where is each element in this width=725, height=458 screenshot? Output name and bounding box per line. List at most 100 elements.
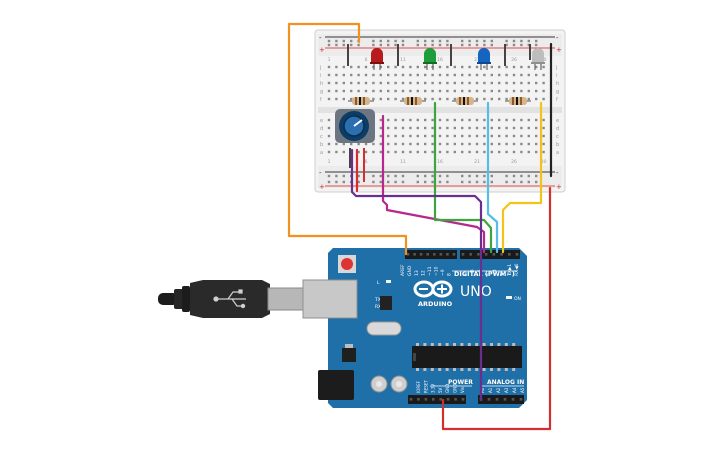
rail-hole <box>431 43 434 47</box>
usb-cable <box>158 280 305 318</box>
resistors <box>348 97 531 105</box>
wire-yellow[interactable] <box>501 101 543 254</box>
chip-pin <box>438 368 442 371</box>
rail-hole <box>475 39 479 43</box>
terminal-hole <box>498 81 501 85</box>
terminal-hole <box>453 73 456 77</box>
red-led[interactable] <box>370 48 384 70</box>
analog-label: ANALOG IN <box>487 379 524 386</box>
header-pin <box>495 398 499 401</box>
rail-hole <box>468 174 471 178</box>
terminal-hole <box>387 81 390 85</box>
rail-hole <box>475 43 479 47</box>
terminal-hole <box>505 65 508 69</box>
row-letter: f <box>320 97 322 103</box>
terminal-hole <box>520 142 523 146</box>
rail-hole <box>401 39 405 43</box>
rail-hole <box>401 180 405 184</box>
green-led[interactable] <box>423 48 437 70</box>
terminal-hole <box>350 73 353 77</box>
power-pin-label: 3.3V <box>431 384 436 393</box>
row-letter: h <box>556 81 559 87</box>
terminal-hole <box>468 150 471 154</box>
column-number: 26 <box>511 57 517 63</box>
terminal-hole <box>379 89 382 93</box>
chip-pin <box>453 343 456 346</box>
terminal-hole <box>424 65 427 69</box>
arduino-model-label: UNO <box>460 284 492 300</box>
terminal-hole <box>350 97 353 101</box>
wire-red-power[interactable] <box>441 186 552 431</box>
rail-hole <box>357 180 360 184</box>
chip-pin <box>430 368 434 371</box>
terminal-hole <box>453 118 456 122</box>
rail-hole <box>372 180 375 184</box>
wire-orange[interactable] <box>287 22 408 256</box>
terminal-hole <box>327 126 331 130</box>
terminal-hole <box>520 126 523 130</box>
terminal-hole <box>431 142 434 146</box>
reset-button[interactable] <box>341 258 353 270</box>
terminal-hole <box>416 126 419 130</box>
header-pin <box>500 253 503 256</box>
power-pin-label: 5V <box>438 387 443 393</box>
terminal-hole <box>505 73 508 77</box>
terminal-hole <box>498 118 501 122</box>
wire-lightblue[interactable] <box>486 101 499 254</box>
terminal-hole <box>542 81 545 85</box>
rail-hole <box>505 43 508 47</box>
white-led[interactable] <box>531 48 545 70</box>
rail-hole <box>520 43 523 47</box>
wire-green[interactable] <box>433 101 493 254</box>
rail-hole <box>461 180 464 184</box>
terminal-hole <box>409 89 412 93</box>
row-letter: e <box>556 118 559 124</box>
terminal-hole <box>475 89 479 93</box>
terminal-hole <box>327 134 331 138</box>
terminal-hole <box>498 150 501 154</box>
wire-purple[interactable] <box>350 148 483 402</box>
terminal-hole <box>490 89 493 93</box>
terminal-hole <box>475 142 479 146</box>
terminal-hole <box>438 97 442 101</box>
terminal-hole <box>527 134 530 138</box>
terminal-hole <box>357 89 360 93</box>
rail-hole <box>394 43 397 47</box>
usb-plug-tip <box>267 287 305 311</box>
digital-pin-label: 8 <box>447 273 453 276</box>
terminal-hole <box>520 150 523 154</box>
terminal-hole <box>401 65 405 69</box>
potentiometer-knob-indicator <box>353 119 363 127</box>
terminal-hole <box>357 150 360 154</box>
header-pin <box>432 398 435 401</box>
header-pin <box>487 398 491 401</box>
potentiometer[interactable] <box>335 109 375 143</box>
blue-led[interactable] <box>477 48 491 70</box>
terminal-hole <box>327 65 331 69</box>
terminal-hole <box>438 73 442 77</box>
terminal-hole <box>394 81 397 85</box>
terminal-hole <box>431 150 434 154</box>
terminal-hole <box>475 97 479 101</box>
analog-pin-label: A3 <box>504 387 509 393</box>
digital-pin-label: 7 <box>462 273 468 276</box>
wire-magenta[interactable] <box>381 114 486 254</box>
chip-pin <box>482 343 486 346</box>
terminal-hole <box>453 126 456 130</box>
rail-hole <box>446 39 449 43</box>
terminal-hole <box>483 142 486 146</box>
terminal-hole <box>350 81 353 85</box>
terminal-hole <box>461 118 464 122</box>
power-pin-label: IOREF <box>416 380 421 393</box>
column-number: 16 <box>437 159 443 165</box>
voltage-regulator <box>342 348 356 362</box>
resistor-2 <box>400 97 426 105</box>
terminal-hole <box>483 65 486 69</box>
terminal-hole <box>512 89 516 93</box>
terminal-hole <box>379 73 382 77</box>
rail-hole <box>446 43 449 47</box>
header-pin <box>424 398 428 401</box>
terminal-hole <box>453 134 456 138</box>
rail-hole <box>490 39 493 43</box>
